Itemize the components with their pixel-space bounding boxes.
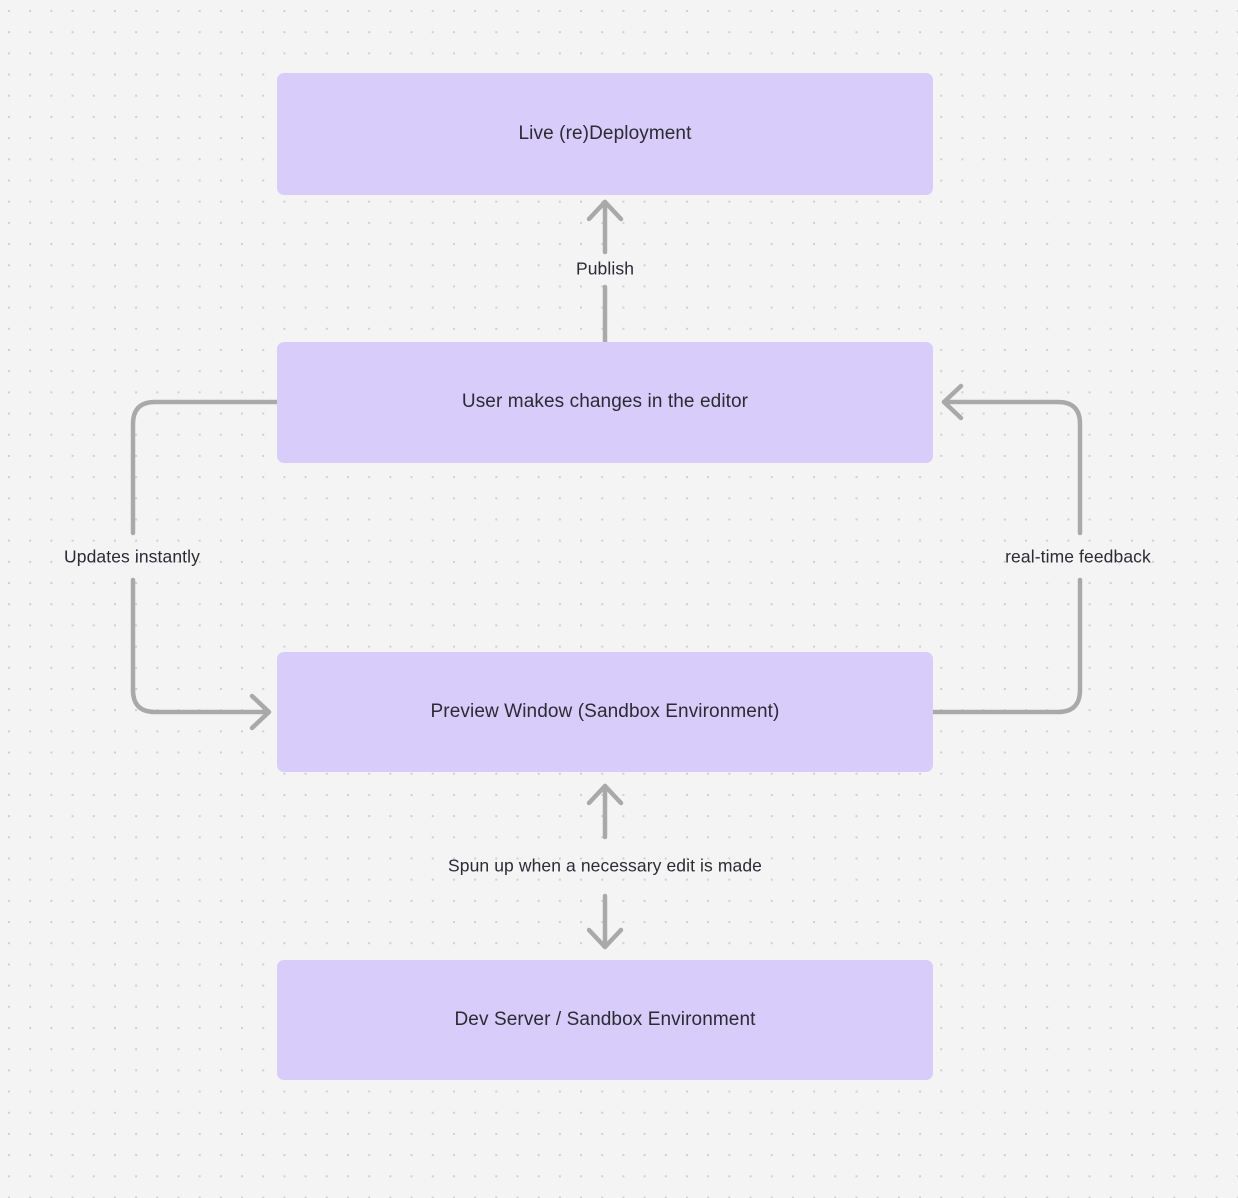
node-preview-window-label: Preview Window (Sandbox Environment): [430, 700, 780, 722]
edge-label-real-time-feedback: real-time feedback: [1005, 546, 1151, 567]
node-live-redeployment-label: Live (re)Deployment: [518, 122, 692, 144]
node-user-makes-changes-label: User makes changes in the editor: [461, 391, 749, 413]
edge-label-updates-instantly: Updates instantly: [64, 546, 200, 567]
node-dev-server-label: Dev Server / Sandbox Environment: [454, 1008, 756, 1030]
node-dev-server[interactable]: Dev Server / Sandbox Environment: [277, 960, 933, 1080]
node-user-makes-changes[interactable]: User makes changes in the editor: [277, 342, 933, 463]
node-live-redeployment[interactable]: Live (re)Deployment: [277, 73, 933, 195]
node-preview-window[interactable]: Preview Window (Sandbox Environment): [277, 652, 933, 772]
edge-label-publish: Publish: [575, 258, 635, 279]
edge-label-spun-up: Spun up when a necessary edit is made: [447, 855, 763, 876]
